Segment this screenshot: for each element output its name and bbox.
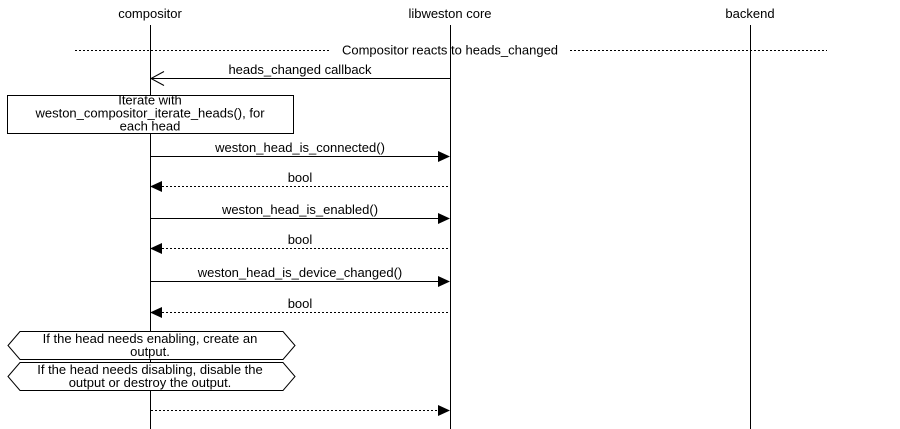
filled-arrowhead-right-icon <box>438 276 450 287</box>
return-connected-label: bool <box>288 170 313 185</box>
note-box-iterate <box>7 95 294 134</box>
filled-arrowhead-left-icon <box>150 307 162 318</box>
filled-arrowhead-right-icon <box>438 151 450 162</box>
filled-arrowhead-left-icon <box>150 181 162 192</box>
condition-box-enabling <box>7 331 296 360</box>
call-connected-label: weston_head_is_connected() <box>214 140 385 155</box>
condition-disabling-line-2: output or destroy the output. <box>69 375 232 390</box>
condition-disabling-line-1: If the head needs disabling, disable the <box>37 362 263 377</box>
condition-box-disabling <box>7 362 296 391</box>
condition-enabling-line-2: output. <box>130 344 170 359</box>
return-enabled-label: bool <box>288 232 313 247</box>
condition-enabling-line-1: If the head needs enabling, create an <box>43 331 258 346</box>
filled-arrowhead-left-icon <box>150 243 162 254</box>
actor-label-libweston-core: libweston core <box>408 6 491 21</box>
call-device-changed-label: weston_head_is_device_changed() <box>197 265 403 280</box>
filled-arrowhead-right-icon <box>438 405 450 416</box>
filled-arrowhead-right-icon <box>438 213 450 224</box>
divider-title: Compositor reacts to heads_changed <box>342 43 558 58</box>
note-iterate-line-2: weston_compositor_iterate_heads(), for <box>34 106 265 121</box>
call-enabled-label: weston_head_is_enabled() <box>221 202 378 217</box>
return-device-changed-label: bool <box>288 296 313 311</box>
actor-label-backend: backend <box>725 6 774 21</box>
note-iterate-line-1: Iterate with <box>118 93 182 108</box>
note-iterate-line-3: each head <box>120 119 181 134</box>
open-arrowhead-left-icon <box>149 71 165 86</box>
actor-label-compositor: compositor <box>118 6 182 21</box>
callback-arrow-label: heads_changed callback <box>228 62 372 77</box>
